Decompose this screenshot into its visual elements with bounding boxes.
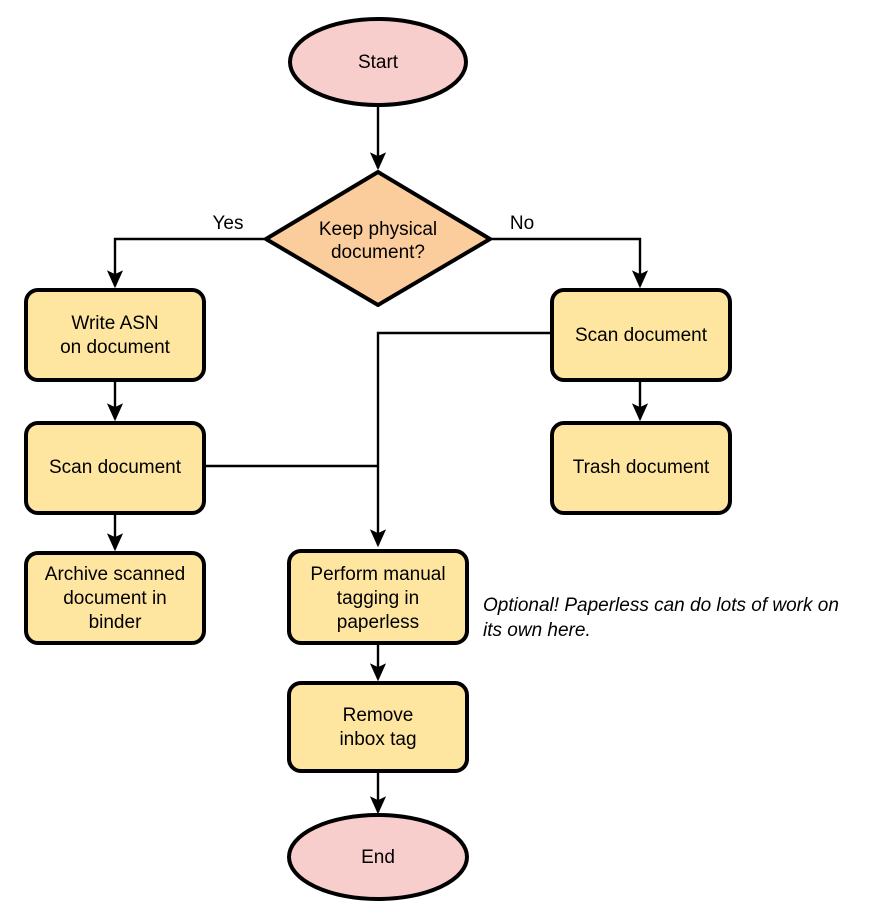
edge-label-yes: Yes — [213, 213, 244, 234]
remove-inbox-label-line1: Remove — [343, 705, 414, 726]
scan-document-right-box — [550, 288, 732, 382]
node-archive-scanned-document[interactable]: Archive scanned document in binder — [24, 551, 206, 645]
annotation-optional-paperless: Optional! Paperless can do lots of work … — [483, 595, 839, 641]
decision-diamond — [264, 170, 492, 307]
node-end[interactable]: End — [287, 813, 469, 901]
write-asn-label-line2: on document — [60, 337, 171, 358]
trash-document-label: Trash document — [573, 457, 710, 478]
start-ellipse — [288, 17, 468, 107]
annotation-line2: its own here. — [483, 620, 591, 641]
archive-label-line2: document in — [63, 588, 167, 609]
node-trash-document[interactable]: Trash document — [550, 421, 732, 515]
node-write-asn[interactable]: Write ASN on document — [24, 288, 206, 382]
node-perform-manual-tagging[interactable]: Perform manual tagging in paperless — [287, 549, 469, 645]
edge-decision-yes-to-write-asn — [106, 237, 265, 289]
scan-document-left-box — [24, 421, 206, 515]
archive-box — [24, 551, 206, 645]
decision-label-line1: Keep physical — [319, 219, 437, 240]
trash-document-box — [550, 421, 732, 515]
annotation-line1: Optional! Paperless can do lots of work … — [483, 595, 839, 616]
edge-scan-right-to-tagging — [369, 331, 552, 548]
end-label: End — [361, 847, 395, 868]
node-scan-document-left[interactable]: Scan document — [24, 421, 206, 515]
tagging-label-line2: tagging in — [337, 588, 419, 609]
write-asn-label-line1: Write ASN — [71, 313, 158, 334]
node-start[interactable]: Start — [288, 17, 468, 107]
remove-inbox-label-line2: inbox tag — [339, 729, 416, 750]
scan-document-right-label: Scan document — [575, 325, 708, 346]
remove-inbox-tag-box — [287, 681, 469, 773]
node-scan-document-right[interactable]: Scan document — [550, 288, 732, 382]
edge-label-no: No — [510, 213, 534, 234]
write-asn-box — [24, 288, 206, 382]
scan-document-left-label: Scan document — [49, 457, 182, 478]
decision-label-line2: document? — [331, 242, 425, 263]
node-decision-keep-physical-document[interactable]: Keep physical document? — [264, 170, 492, 307]
end-ellipse — [287, 813, 469, 901]
tagging-label-line3: paperless — [337, 612, 419, 633]
start-label: Start — [358, 52, 399, 73]
node-remove-inbox-tag[interactable]: Remove inbox tag — [287, 681, 469, 773]
tagging-label-line1: Perform manual — [310, 564, 445, 585]
archive-label-line1: Archive scanned — [45, 564, 185, 585]
tagging-box — [287, 549, 469, 645]
edge-decision-no-to-scan-right — [490, 237, 649, 289]
archive-label-line3: binder — [89, 612, 142, 633]
